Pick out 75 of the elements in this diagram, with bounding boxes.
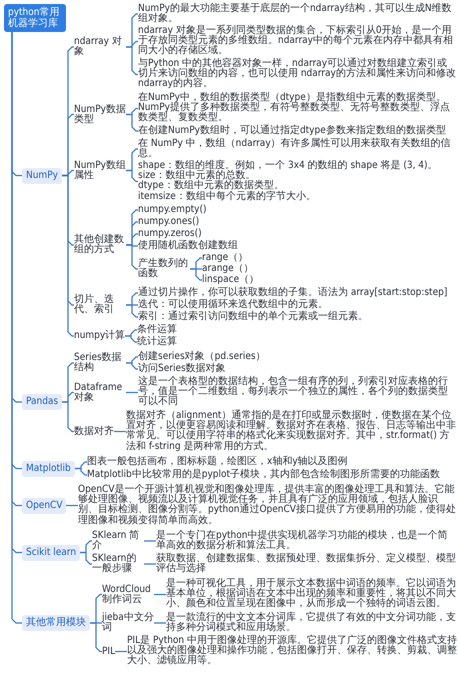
subtopic-text: SKlearn的一般步骤 — [92, 554, 144, 574]
connector-line — [126, 362, 138, 370]
note-text: PIL是 Python 中用于图像处理的开源库。它提供了广泛的图像文件格式支持以及强大的图像处理和操作功能，包括图像打开、保存、转换、剪裁、调整大小、滤镜应用等。 — [127, 636, 457, 667]
note-text: OpenCV是一个开源计算机视觉和图像处理库，提供丰富的图像处理工具和算法。它能够处理图像、视频流以及计算机视觉任务，并且具有广泛的应用领域，包括人脸识别、目标检测、图像分割等。python通过OpenCV接口提供了方便易用的功能，使得处理图像和视频变得简单而高效。 — [78, 485, 457, 526]
connector-line — [62, 174, 74, 337]
connector-line — [126, 392, 138, 394]
subtopic-text: jieba中文分词 — [102, 613, 154, 634]
subtopic-text: 数据对齐 — [74, 426, 114, 437]
connector-line — [126, 114, 138, 132]
note-text: 在创建NumPy数组时，可以通过指定dtype参数来指定数组的数据类型 — [138, 126, 457, 136]
connector-line — [144, 540, 156, 542]
subtopic-text: Dataframe对象 — [74, 382, 126, 403]
category-box: 其他常用模块 — [22, 615, 90, 632]
connector-line — [62, 401, 74, 432]
connector-line — [154, 622, 166, 624]
note-text: ndarray 对象是一系列同类型数据的集合，下标索引从0开始，是一个用于存放同类型元素的多维数组。ndarray中的每个元素在内存中都具有相同大小的存储区域。 — [138, 26, 457, 57]
note-text: arange（） — [202, 264, 457, 274]
root-topic-box: python常用机器学习库 — [4, 4, 66, 32]
subtopic-text: NumPy数组属性 — [74, 160, 126, 181]
subtopic-text: Series数据结构 — [74, 353, 126, 374]
note-text: 获取数据、创建数据集、数据预处理、数据集拆分、定义模型、模型评估与选择 — [156, 554, 457, 574]
note-text: numpy.ones() — [138, 217, 457, 228]
subtopic-text: numpy计算 — [74, 331, 126, 342]
note-text: Matplotlib中比较常用的是pyplot子模块，其内部包含绘制图形所需要的功能函数 — [87, 470, 457, 480]
subtopic-text: 切片、迭代、索引 — [74, 295, 126, 316]
note-text: 创建series对象（pd.series） — [138, 352, 457, 362]
subtopic-text: PIL — [102, 646, 116, 657]
connector-line — [126, 170, 138, 182]
note-text: range（） — [202, 253, 457, 264]
note-text: NumPy的最大功能主要基于底层的一个ndarray结构，其可以生成N维数组对象。 — [138, 4, 457, 24]
connector-line — [115, 650, 127, 652]
note-text: 通过切片操作，你可以获取数组的子集。语法为 array[start:stop:step] — [138, 288, 457, 298]
connector-line — [126, 244, 138, 270]
note-text: 在NumPy中，数组的数据类型（dtype）是指数组中元素的数据类型。NumPy提供了多种数据类型，有符号整数类型、无符号整数类型、浮点数类型、复数类型。 — [138, 93, 457, 124]
subtopic-text: SKlearn 简介 — [92, 531, 144, 552]
category-box: Pandas — [22, 394, 62, 410]
note-text: 是一个专门在python中提供实现机器学习功能的模块，也是一个简单高效的数据分析和算法工具。 — [156, 531, 457, 552]
connector-line — [114, 430, 126, 432]
subtopic-text: 产生数列的函数 — [138, 259, 190, 280]
connector-line — [126, 46, 138, 76]
connector-line — [75, 468, 87, 476]
connector-line — [190, 268, 202, 281]
subtopic-text: ndarray 对象 — [74, 37, 126, 58]
connector-line — [66, 504, 78, 506]
subtopic-text: 其他创建数组的方式 — [74, 235, 126, 256]
connector-line — [90, 622, 102, 652]
note-text: linspace（） — [202, 275, 457, 286]
note-text: numpy.empty() — [138, 205, 457, 216]
connector-line — [144, 563, 156, 565]
note-text: 统计运算 — [137, 337, 457, 348]
note-text: 迭代：可以使用循环来迭代数组中的元素。 — [138, 300, 457, 310]
note-text: 索引：通过索引访问数组中的单个元素或一组元素。 — [138, 312, 457, 322]
note-text: 是一种可视化工具，用于展示文本数据中词语的频率。它以词语为基本单位，根据词语在文本中出现的频率和重要性，将其以不同大小、颜色和位置呈现在图像中，从而形成一个独特的词语云图。 — [166, 579, 457, 610]
note-text: 是一款流行的中文文本分词库，它提供了有效的中文分词功能，支持多种分词模式和应用场景。 — [166, 613, 457, 634]
note-text: 条件运算 — [137, 325, 457, 336]
category-box: Matplotlib — [22, 460, 75, 477]
category-box: NumPy — [22, 168, 62, 184]
note-text: 使用随机函数创建数组 — [138, 241, 457, 252]
note-text: 在 NumPy 中，数组（ndarray）有许多属性可以用来获取有关数组的信息。 — [138, 139, 457, 160]
connector-line — [125, 335, 137, 343]
connector-line — [154, 594, 166, 596]
note-text: shape：数组的维度。例如，一个 3x4 的数组的 shape 将是 (3, 4)。 size：数组中元素的总数。 dtype：数组中元素的数据类型。 itemsize：数组中每个元素的字节大小。 — [138, 161, 457, 202]
connector-line — [11, 32, 22, 624]
connector-line — [126, 304, 138, 318]
category-box: Scikit learn — [22, 544, 80, 561]
note-text: 访问Series数据对象 — [138, 364, 457, 374]
note-text: 图表一般包括画布，图标标题，绘图区，x轴和y轴以及图例 — [87, 457, 457, 468]
note-text: numpy.zeros() — [138, 229, 457, 240]
category-box: OpenCV — [22, 498, 66, 514]
note-text: 与Python 中的其他容器对象一样，ndarray可以通过对数组建立索引或切片来访问数组的内容，也可以使用 ndarray的方法和属性来访问和修改 ndarray的内容。 — [138, 59, 457, 90]
note-text: 这是一个表格型的数据结构，包含一组有序的列，列索引对应表格的行号，值是一个二维数组，每列表示一个独立的属性，各个列的数据类型可以不同 — [138, 377, 457, 408]
connector-line — [80, 552, 92, 565]
subtopic-text: NumPy数据类型 — [74, 104, 126, 125]
note-text: 数据对齐（alignment）通常指的是在打印或显示数据时，使数据在某个位置对齐，以便更容易阅读和理解。数据对齐在表格、报告、日志等输出中非常常见。可以使用字符串的格式化来实现数据对齐。其中，str.format() 方法和 f-string 是两种常用的方式。 — [126, 411, 457, 452]
subtopic-text: WordCloud制作词云 — [102, 584, 154, 605]
